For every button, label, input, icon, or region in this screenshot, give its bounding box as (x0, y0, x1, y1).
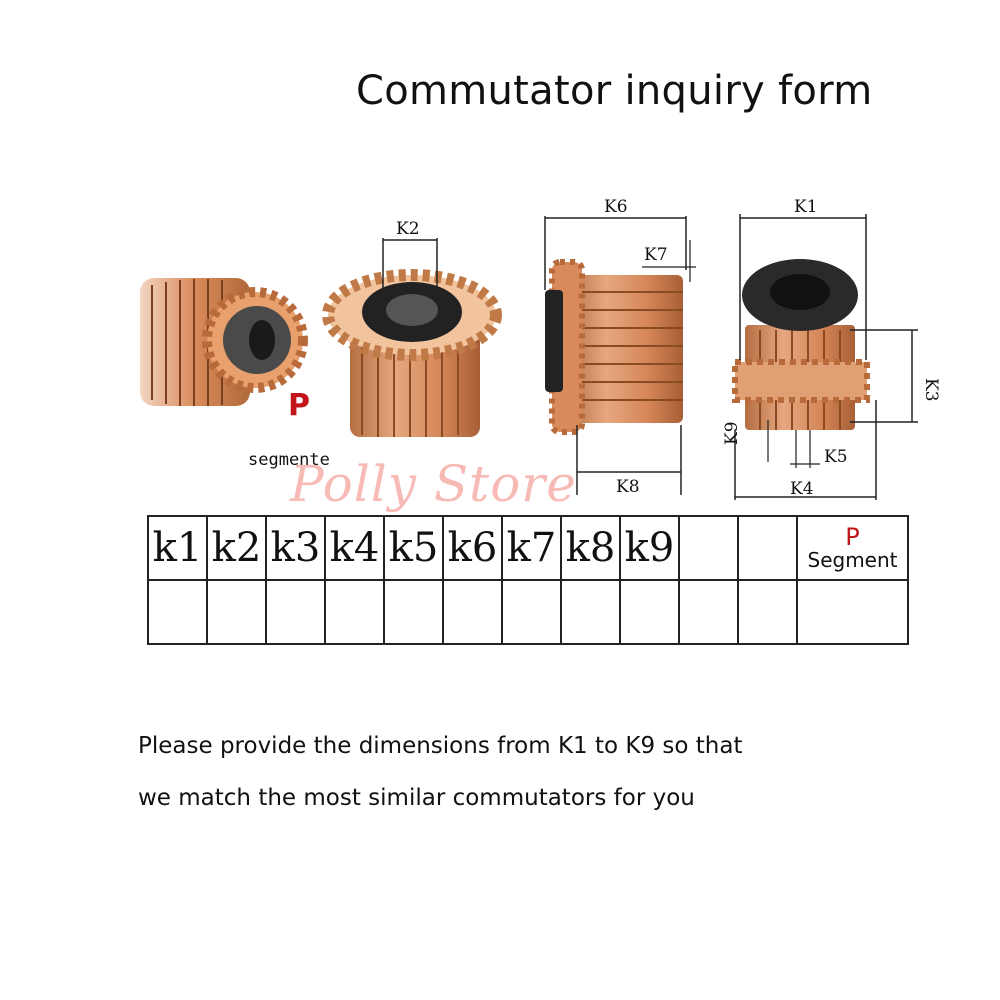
header-k6: k6 (442, 515, 503, 581)
form-title: Commutator inquiry form (356, 68, 873, 114)
header-k2: k2 (206, 515, 267, 581)
cell-k5[interactable] (383, 579, 444, 645)
commutator-figures: K2 K6 K7 K8 (140, 197, 941, 500)
header-segment: Segment (807, 548, 898, 573)
header-k4: k4 (324, 515, 385, 581)
k2-dimension-label: K2 (396, 219, 420, 239)
table-input-row (147, 579, 909, 645)
k6-dimension-label: K6 (604, 197, 628, 217)
header-blank-2 (737, 515, 798, 581)
instruction-line-1: Please provide the dimensions from K1 to… (138, 733, 743, 759)
header-k7: k7 (501, 515, 562, 581)
instruction-line-2: we match the most similar commutators fo… (138, 785, 695, 811)
k1-dimension-label: K1 (794, 197, 818, 217)
cell-k8[interactable] (560, 579, 621, 645)
k9-dimension-label: K9 (722, 421, 742, 445)
cell-k1[interactable] (147, 579, 208, 645)
header-k9: k9 (619, 515, 680, 581)
k8-dimension-label: K8 (616, 477, 640, 497)
header-k5: k5 (383, 515, 444, 581)
inquiry-table: k1 k2 k3 k4 k5 k6 k7 k8 k9 P Segment (147, 515, 909, 645)
cell-blank-1[interactable] (678, 579, 739, 645)
cell-k9[interactable] (619, 579, 680, 645)
table-header-row: k1 k2 k3 k4 k5 k6 k7 k8 k9 P Segment (147, 515, 909, 581)
header-p-segment: P Segment (796, 515, 909, 581)
header-blank-1 (678, 515, 739, 581)
k4-dimension-label: K4 (790, 479, 814, 499)
commutator-photo-4: K1 K3 K4 K5 K9 (722, 197, 941, 500)
store-watermark: Polly Store (290, 455, 577, 513)
k7-dimension-label: K7 (644, 245, 668, 265)
k5-dimension-label: K5 (824, 447, 848, 467)
commutator-photo-2: K2 (322, 219, 502, 437)
p-label: P (288, 388, 310, 423)
commutator-photo-1 (140, 278, 308, 406)
cell-segment[interactable] (796, 579, 909, 645)
cell-k3[interactable] (265, 579, 326, 645)
header-k3: k3 (265, 515, 326, 581)
k3-dimension-label: K3 (921, 378, 941, 402)
cell-k4[interactable] (324, 579, 385, 645)
commutator-photo-3: K6 K7 K8 (544, 197, 696, 497)
cell-k6[interactable] (442, 579, 503, 645)
cell-blank-2[interactable] (737, 579, 798, 645)
cell-k7[interactable] (501, 579, 562, 645)
header-k8: k8 (560, 515, 621, 581)
cell-k2[interactable] (206, 579, 267, 645)
header-p: P (845, 522, 860, 551)
header-k1: k1 (147, 515, 208, 581)
segment-label: segmente (248, 450, 330, 470)
